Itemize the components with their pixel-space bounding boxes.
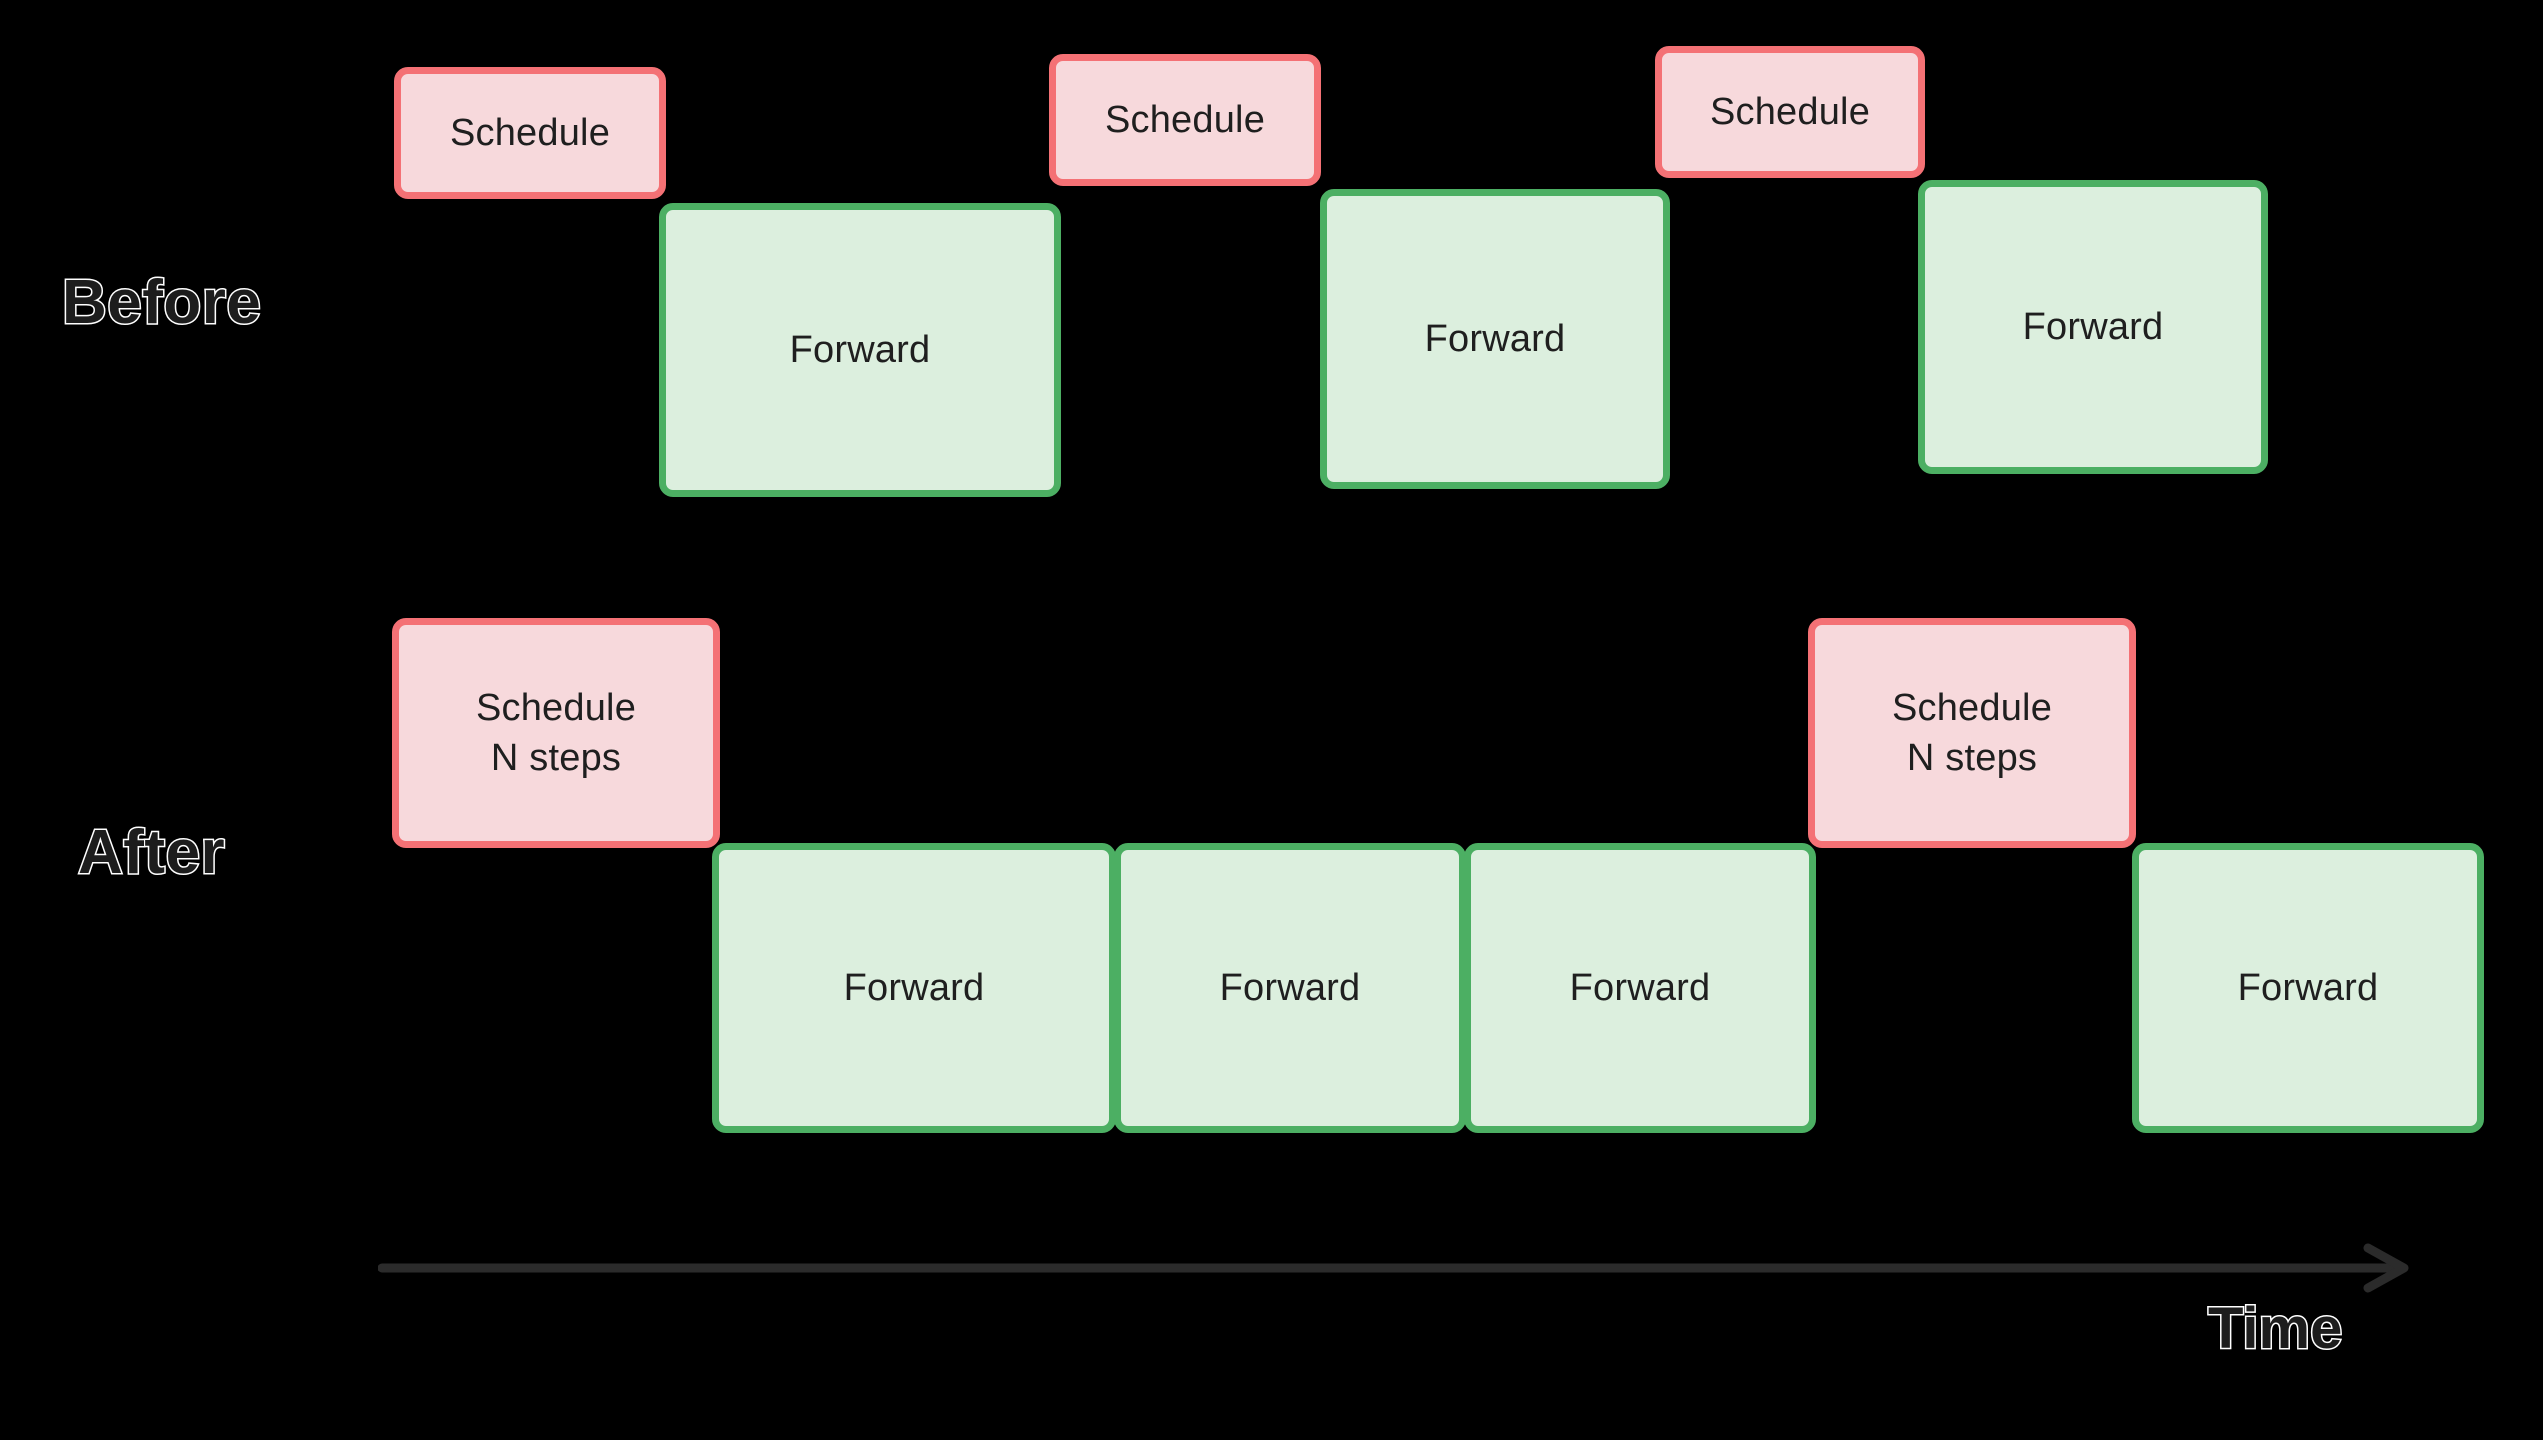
time-axis-label: Time: [2206, 1296, 2343, 1361]
box-label: Schedule N steps: [1891, 686, 2053, 779]
before-forward-box-2: Forward: [1320, 189, 1670, 489]
box-label: Schedule: [1709, 90, 1871, 133]
after-schedule-box-1: Schedule N steps: [392, 618, 720, 848]
box-label: Schedule N steps: [475, 686, 637, 779]
box-label: Forward: [1219, 966, 1361, 1009]
box-label: Schedule: [449, 111, 611, 154]
box-label: Schedule: [1104, 98, 1266, 141]
after-forward-box-2: Forward: [1114, 843, 1466, 1133]
after-forward-box-1: Forward: [712, 843, 1116, 1133]
box-label: Forward: [1424, 317, 1566, 360]
before-forward-box-3: Forward: [1918, 180, 2268, 474]
after-forward-box-4: Forward: [2132, 843, 2484, 1133]
after-forward-box-3: Forward: [1464, 843, 1816, 1133]
time-axis: [378, 1240, 2418, 1296]
before-schedule-box-1: Schedule: [394, 67, 666, 199]
before-schedule-box-2: Schedule: [1049, 54, 1321, 186]
row-label-after: After: [76, 818, 226, 887]
before-schedule-box-3: Schedule: [1655, 46, 1925, 178]
box-label: Forward: [2022, 305, 2164, 348]
before-forward-box-1: Forward: [659, 203, 1061, 497]
box-label: Forward: [2237, 966, 2379, 1009]
box-label: Forward: [789, 328, 931, 371]
time-arrow-icon: [378, 1243, 2409, 1293]
after-schedule-box-2: Schedule N steps: [1808, 618, 2136, 848]
box-label: Forward: [843, 966, 985, 1009]
box-label: Forward: [1569, 966, 1711, 1009]
row-label-before: Before: [60, 268, 262, 337]
